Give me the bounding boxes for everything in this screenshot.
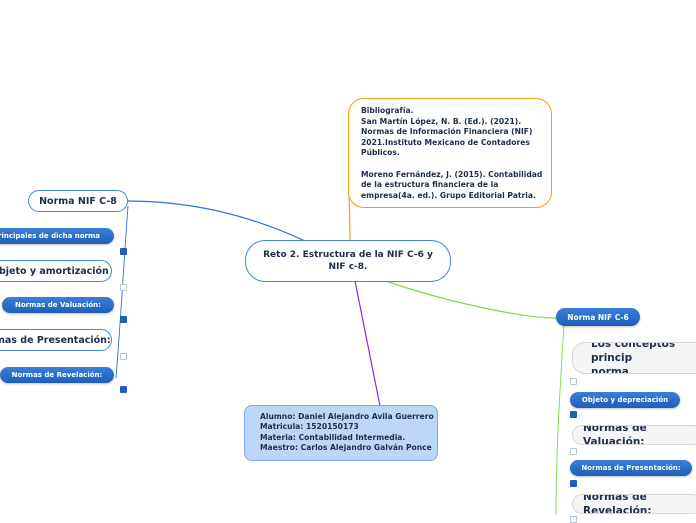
central-topic-line1: Reto 2. Estructura de la NIF C-6 y [263, 250, 433, 260]
bibliography-line: Moreno Fernández, J. (2015). Contabilida… [361, 169, 543, 179]
c6-revelacion-node[interactable]: Normas de Revelación: [572, 494, 696, 514]
connector-student-info [354, 280, 381, 407]
central-topic-line2: NIF c-8. [328, 262, 368, 272]
bibliography-line: de la estructura financiera de la [361, 180, 499, 190]
bibliography-line: Normas de Información Financiera (NIF) [361, 127, 533, 137]
bibliography-line: Bibliografía. [361, 106, 414, 115]
expand-toggle-icon[interactable] [120, 284, 127, 291]
expand-toggle-icon[interactable] [570, 411, 577, 418]
c6-objeto-label: Objeto y depreciación [581, 396, 669, 404]
c8-presentacion-label: mas de Presentación: [0, 334, 111, 346]
c6-conceptos-line1: Los conceptos princip [591, 342, 676, 364]
c6-conceptos-line2: norma [591, 366, 629, 374]
bibliography-line [361, 159, 539, 170]
c6-objeto-node[interactable]: Objeto y depreciación [570, 392, 680, 408]
expand-toggle-icon[interactable] [120, 386, 127, 393]
bibliography-line: Públicos. [361, 148, 400, 158]
nif-c6-topic[interactable]: Norma NIF C-6 [556, 308, 640, 326]
c8-valuacion-label: Normas de Valuación: [15, 301, 101, 309]
c8-presentacion-node[interactable]: mas de Presentación: [0, 329, 112, 351]
nif-c8-title: Norma NIF C-8 [39, 195, 117, 207]
c6-valuacion-label: Normas de Valuación: [583, 425, 647, 445]
nif-c6-title: Norma NIF C-6 [567, 312, 629, 322]
expand-toggle-icon[interactable] [570, 480, 577, 487]
expand-toggle-icon[interactable] [570, 448, 577, 455]
student-info-node[interactable]: Alumno: Daniel Alejandro Avila Guerrero … [244, 405, 438, 461]
c6-valuacion-node[interactable]: Normas de Valuación: [572, 425, 696, 445]
student-id: Matricula: 1520150173 [260, 422, 359, 432]
central-topic[interactable]: Reto 2. Estructura de la NIF C-6 y NIF c… [245, 240, 451, 282]
bibliography-node[interactable]: Bibliografía. San Martín López, N. B. (E… [348, 98, 552, 208]
c6-conceptos-node[interactable]: Los conceptos princip norma [572, 342, 696, 374]
expand-toggle-icon[interactable] [120, 248, 127, 255]
c8-objeto-label: bjeto y amortización [0, 265, 109, 277]
nif-c8-topic[interactable]: Norma NIF C-8 [28, 190, 128, 212]
connector-nif-c6 [385, 280, 557, 319]
student-subject: Materia: Contabilidad Intermedia. [260, 432, 406, 442]
c8-principales-node[interactable]: rincipales de dicha norma [0, 228, 114, 244]
bibliography-line: San Martín López, N. B. (Ed.). (2021). [361, 116, 522, 126]
c8-principales-label: rincipales de dicha norma [0, 232, 101, 240]
student-name: Alumno: Daniel Alejandro Avila Guerrero [260, 412, 434, 421]
c8-valuacion-node[interactable]: Normas de Valuación: [2, 297, 114, 313]
expand-toggle-icon[interactable] [120, 316, 127, 323]
connector-c8-children [115, 205, 129, 379]
c6-presentacion-node[interactable]: Normas de Presentación: [570, 460, 692, 476]
c8-objeto-node[interactable]: bjeto y amortización [0, 260, 112, 282]
c8-revelacion-label: Normas de Revelación: [11, 371, 103, 379]
bibliography-line: 2021.Instituto Mexicano de Contadores [361, 137, 530, 147]
c8-revelacion-node[interactable]: Normas de Revelación: [0, 367, 114, 383]
student-teacher: Maestro: Carlos Alejandro Galván Ponce [260, 443, 432, 453]
connector-nif-c8 [127, 200, 306, 242]
expand-toggle-icon[interactable] [570, 378, 577, 385]
expand-toggle-icon[interactable] [120, 353, 127, 360]
bibliography-line: empresa(4a. ed.). Grupo Editorial Patria… [361, 190, 536, 200]
c6-revelacion-label: Normas de Revelación: [583, 494, 652, 514]
connector-c6-children [555, 323, 565, 516]
c6-presentacion-label: Normas de Presentación: [581, 464, 681, 472]
